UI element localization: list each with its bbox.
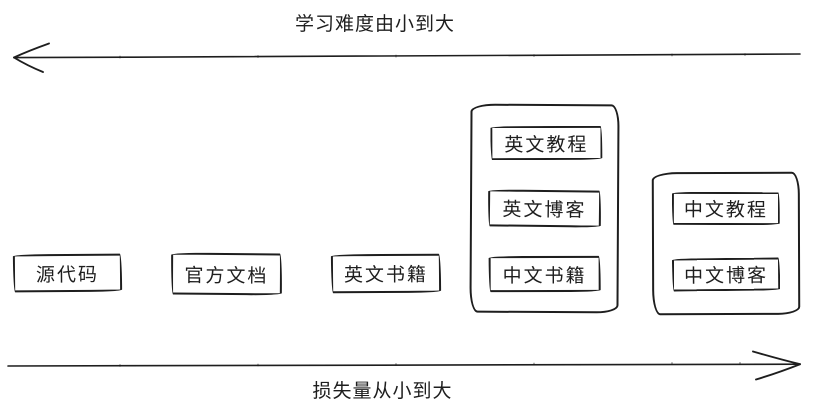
box-label: 官方文档 [184,264,269,287]
group-box-2: 中文教程 中文博客 [651,171,801,316]
box-english-tutorials: 英文教程 [490,125,603,161]
box-english-blogs: 英文博客 [487,189,602,228]
box-chinese-blogs: 中文博客 [671,257,781,292]
loss-arrow-right [7,350,801,381]
box-label: 中文博客 [684,264,769,288]
box-label: 英文教程 [504,133,589,156]
box-label: 英文博客 [502,198,587,222]
difficulty-arrow-left [13,42,801,73]
box-official-docs: 官方文档 [170,252,283,296]
difficulty-axis-label: 学习难度由小到大 [294,13,455,35]
box-source-code: 源代码 [12,253,123,293]
group-box-1: 英文教程 英文博客 中文书籍 [469,103,620,314]
loss-axis-label: 损失量从小到大 [312,380,453,402]
box-label: 英文书籍 [343,263,429,287]
box-label: 源代码 [35,263,100,286]
box-chinese-books: 中文书籍 [488,255,601,293]
box-label: 中文书籍 [502,264,587,287]
box-english-books: 英文书籍 [330,253,442,294]
box-label: 中文教程 [683,198,768,222]
box-chinese-tutorials: 中文教程 [671,191,780,226]
